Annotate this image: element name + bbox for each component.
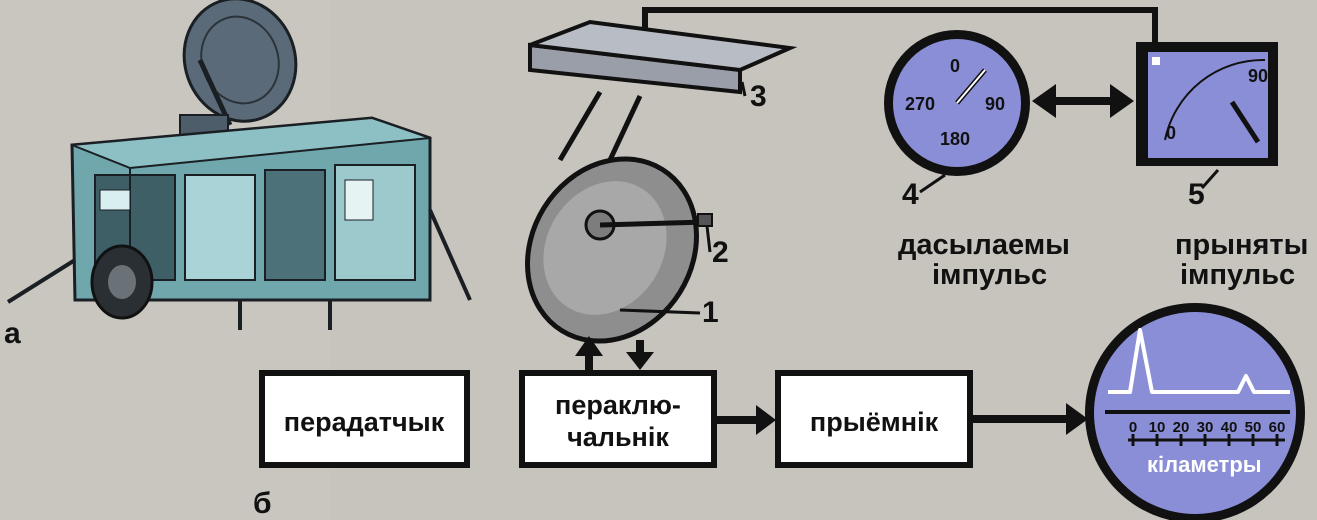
antenna-dish (525, 156, 699, 344)
receiver-label: прыёмнік (810, 407, 939, 437)
received-pulse-label-line2: імпульс (1180, 259, 1295, 291)
vehicle-body (70, 116, 432, 302)
elevation-dial: 0 90 5 (1136, 42, 1278, 211)
dial-5-mark-0: 0 (1166, 123, 1176, 143)
part-a-label: а (4, 317, 21, 350)
switch-block (519, 370, 717, 468)
dial-link-double-arrow (1032, 84, 1134, 118)
callout-5: 5 (1188, 178, 1205, 211)
callout-leader-5 (1200, 169, 1220, 189)
block-diagram: перадатчык пераклю- чальнік прыёмнік б (253, 336, 1088, 520)
transmitter-label: перадатчык (284, 407, 445, 437)
switch-label-line1: пераклю- (555, 390, 681, 420)
scope-tick-label: 40 (1221, 419, 1238, 436)
vehicle-antenna-dish (179, 0, 298, 138)
azimuth-dial: 0 90 180 270 4 (884, 30, 1030, 211)
scope-tick-label: 0 (1129, 419, 1137, 436)
pulse-trace (1108, 328, 1290, 394)
wire-mount-to-indicator (642, 7, 1158, 46)
callout-3: 3 (750, 80, 767, 113)
scope-tick-label: 50 (1245, 419, 1262, 436)
sent-pulse-label-line1: дасылаемы (898, 229, 1070, 261)
dial-4-mark-180: 180 (940, 129, 970, 149)
vehicle-wheels (6, 209, 472, 330)
radar-vehicle-illustration: а (4, 0, 472, 350)
scope-tick-label: 30 (1197, 419, 1214, 436)
dial-5-mark-90: 90 (1248, 66, 1268, 86)
sent-pulse-label-line2: імпульс (932, 259, 1047, 291)
antenna-feed-horn (584, 209, 713, 253)
switch-to-receiver-arrow (716, 405, 776, 435)
dial-4-mark-270: 270 (905, 94, 935, 114)
receiver-block (775, 370, 973, 468)
transmitter-block (259, 370, 470, 468)
antenna-assembly: 1 2 3 (525, 19, 798, 344)
callout-leader-3 (740, 81, 747, 97)
switch-antenna-arrows (575, 336, 654, 370)
scope-unit-label: кіламетры (1147, 452, 1262, 477)
receiver-to-display-arrow (972, 403, 1088, 435)
received-pulse-label-line1: прыняты (1175, 229, 1308, 261)
callout-4: 4 (902, 178, 919, 211)
callout-leader-4 (919, 173, 946, 194)
callout-leader-1 (619, 308, 701, 315)
range-display: 0 10 20 30 40 50 60 кіламетры (1085, 303, 1305, 520)
scope-tick-label: 60 (1269, 419, 1286, 436)
dial-4-mark-90: 90 (985, 94, 1005, 114)
callout-1: 1 (702, 296, 719, 329)
scope-tick-label: 20 (1173, 419, 1190, 436)
dial-4-mark-0: 0 (950, 56, 960, 76)
antenna-mount-bracket (528, 19, 798, 162)
scope-tick-label: 10 (1149, 419, 1166, 436)
part-b-label: б (253, 487, 272, 520)
switch-label-line2: чальнік (567, 422, 669, 452)
callout-2: 2 (712, 236, 729, 269)
scope-scale-ticks: 0 10 20 30 40 50 60 (1129, 419, 1286, 446)
